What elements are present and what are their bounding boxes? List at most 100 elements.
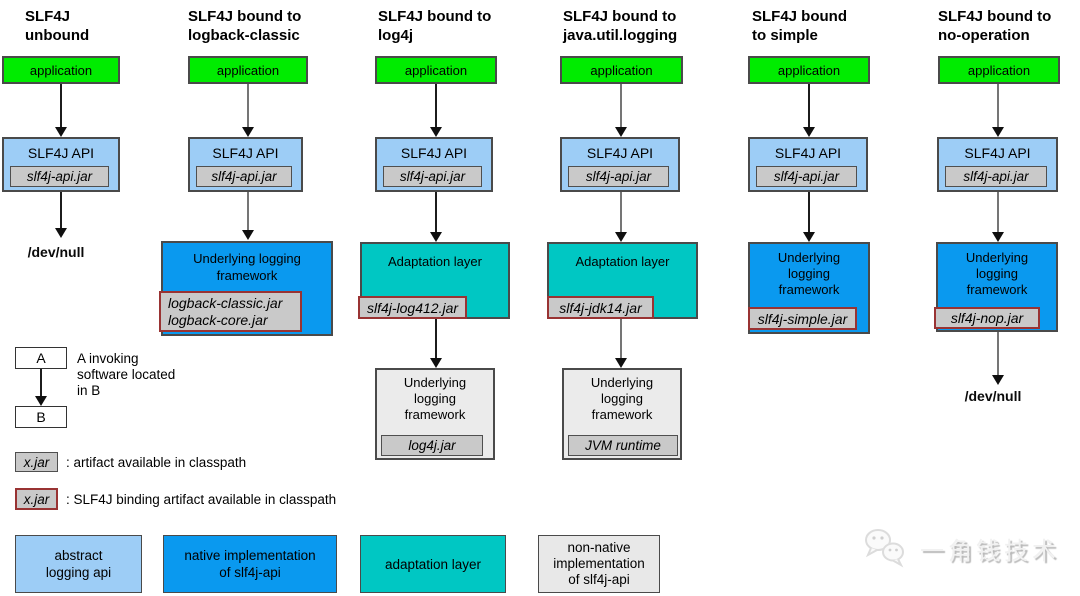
arrow-app-to-api (430, 84, 442, 137)
arrow-head-icon (430, 127, 442, 137)
underlying-framework-box: Underlying logging framework slf4j-simpl… (748, 242, 870, 334)
arrow-shaft (40, 369, 42, 398)
dev-null-label: /dev/null (27, 244, 85, 260)
column-title: SLF4J bound to java.util.logging (563, 8, 678, 44)
binding-jar-box: slf4j-simple.jar (748, 307, 857, 330)
application-box: application (188, 56, 308, 84)
legend-non-native-implementation: non-native implementation of slf4j-api (538, 535, 660, 593)
arrow-shaft (435, 84, 437, 129)
api-label: SLF4J API (586, 145, 654, 161)
arrow-api-to-framework (992, 192, 1004, 242)
api-jar-box: slf4j-api.jar (10, 166, 109, 187)
arrow-shaft (997, 84, 999, 129)
arrow-head-icon (55, 228, 67, 238)
arrow-head-icon (430, 232, 442, 242)
application-box: application (748, 56, 870, 84)
slf4j-api-box: SLF4J API slf4j-api.jar (188, 137, 303, 192)
arrow-head-icon (992, 127, 1004, 137)
application-label: application (216, 62, 280, 78)
api-jar-box: slf4j-api.jar (383, 166, 482, 187)
arrow-api-to-framework (242, 192, 254, 240)
legend-box-a: A (15, 347, 67, 369)
legend-invoke-caption: A invoking software located in B (77, 351, 176, 398)
legend-artifact-jar-box: x.jar (15, 452, 58, 472)
binding-jar-box: slf4j-jdk14.jar (547, 296, 654, 319)
binding-jar-box: logback-classic.jar logback-core.jar (159, 291, 302, 332)
arrow-adaptation-to-framework (615, 319, 627, 368)
column-title: SLF4J unbound (25, 8, 90, 44)
legend-arrow (35, 369, 47, 406)
slf4j-api-box: SLF4J API slf4j-api.jar (748, 137, 868, 192)
application-box: application (2, 56, 120, 84)
adaptation-layer-box: Adaptation layer slf4j-jdk14.jar (547, 242, 698, 319)
framework-label: Underlying logging framework (403, 375, 467, 422)
arrow-head-icon (242, 230, 254, 240)
framework-label: Underlying logging framework (965, 250, 1029, 297)
application-label: application (404, 62, 468, 78)
arrow-head-icon (803, 127, 815, 137)
arrow-head-icon (803, 232, 815, 242)
arrow-app-to-api (992, 84, 1004, 137)
arrow-adaptation-to-framework (430, 319, 442, 368)
api-jar-box: slf4j-api.jar (945, 166, 1047, 187)
arrow-head-icon (615, 358, 627, 368)
wechat-icon (865, 529, 904, 568)
api-jar-box: slf4j-api.jar (756, 166, 857, 187)
arrow-head-icon (430, 358, 442, 368)
arrow-shaft (435, 192, 437, 234)
arrow-head-icon (615, 232, 627, 242)
watermark-text: 一角钱技术 (920, 537, 1060, 565)
application-label: application (29, 62, 93, 78)
arrow-framework-to-devnull (992, 332, 1004, 385)
api-jar-box: slf4j-api.jar (568, 166, 669, 187)
arrow-shaft (247, 84, 249, 129)
api-label: SLF4J API (212, 145, 279, 161)
arrow-shaft (997, 332, 999, 377)
application-label: application (590, 62, 653, 78)
api-label: SLF4J API (774, 145, 842, 161)
adaptation-label: Adaptation layer (575, 254, 670, 269)
api-label: SLF4J API (964, 145, 1031, 161)
application-box: application (375, 56, 497, 84)
arrow-shaft (808, 192, 810, 234)
arrow-head-icon (992, 232, 1004, 242)
legend-binding-caption: : SLF4J binding artifact available in cl… (66, 492, 337, 507)
arrow-head-icon (992, 375, 1004, 385)
framework-label: Underlying logging framework (777, 250, 841, 297)
legend-artifact-caption: : artifact available in classpath (66, 455, 247, 470)
arrow-shaft (620, 84, 622, 129)
legend-adaptation-layer: adaptation layer (360, 535, 506, 593)
arrow-shaft (808, 84, 810, 129)
underlying-framework-box: Underlying logging framework JVM runtime (562, 368, 682, 460)
arrow-api-to-framework (803, 192, 815, 242)
framework-jar-box: log4j.jar (381, 435, 483, 456)
slf4j-api-box: SLF4J API slf4j-api.jar (937, 137, 1058, 192)
arrow-shaft (60, 192, 62, 230)
arrow-shaft (435, 319, 437, 360)
legend-native-implementation: native implementation of slf4j-api (163, 535, 337, 593)
legend-abstract-logging-api: abstract logging api (15, 535, 142, 593)
arrow-app-to-api (803, 84, 815, 137)
dev-null-label: /dev/null (964, 388, 1022, 404)
arrow-head-icon (55, 127, 67, 137)
arrow-api-to-adaptation (430, 192, 442, 242)
arrow-app-to-api (55, 84, 67, 137)
framework-label: Underlying logging framework (590, 375, 654, 422)
slf4j-api-box: SLF4J API slf4j-api.jar (560, 137, 680, 192)
binding-jar-box: slf4j-log412.jar (358, 296, 467, 319)
underlying-framework-box: Underlying logging framework logback-cla… (159, 241, 333, 336)
application-box: application (560, 56, 683, 84)
slf4j-api-box: SLF4J API slf4j-api.jar (2, 137, 120, 192)
adaptation-layer-box: Adaptation layer slf4j-log412.jar (358, 242, 510, 319)
arrow-app-to-api (615, 84, 627, 137)
arrow-shaft (60, 84, 62, 129)
arrow-api-to-adaptation (615, 192, 627, 242)
application-box: application (938, 56, 1060, 84)
